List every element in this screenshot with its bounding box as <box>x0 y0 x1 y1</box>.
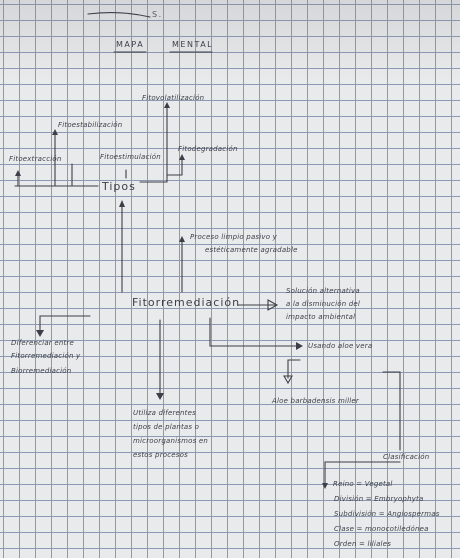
clasificacion-to-list <box>324 461 401 485</box>
classification-item-orden: Orden = liliales <box>334 540 392 548</box>
node-fitodegradacion: Fitodegradación <box>178 145 238 153</box>
node-usando-aloe-vera: Usando aloe vera <box>308 342 373 350</box>
node-solucion-line-1: Solución alternativa <box>286 287 360 295</box>
classification-item-division: División = Embryophyta <box>334 495 424 503</box>
node-proceso-line-2: estéticamente agradable <box>205 246 298 254</box>
center-to-diferenciar <box>39 315 91 333</box>
classification-item-subdivision: Subdivisión = Angiospermas <box>334 510 440 518</box>
node-utiliza-line-1: Utiliza diferentes <box>133 409 196 417</box>
node-tipos: Tipos <box>102 180 136 193</box>
classification-item-reino: Reino = Vegetal <box>333 480 393 488</box>
bracket-clasificacion <box>382 371 401 451</box>
node-proceso-line-1: Proceso limpio pasivo y <box>190 233 278 241</box>
usando-to-aloe <box>287 359 301 379</box>
title-word-mapa: MAPA <box>116 40 145 49</box>
node-fitoestimulacion: Fitoestimulación <box>100 153 161 161</box>
node-center-fitorremediacion: Fitorremediación <box>132 296 241 309</box>
node-fitoestabilizacion: Fitoestabilización <box>58 121 123 129</box>
classification-item-clase: Clase = monocotiledónea <box>334 525 429 533</box>
node-aloe-barbadensis: Aloe barbadensis miller <box>272 397 359 405</box>
node-utiliza-line-3: microorganismos en <box>133 437 209 445</box>
lesson-number: S. <box>152 10 163 19</box>
header-doodle <box>87 11 151 18</box>
page-shadow <box>0 0 460 80</box>
node-utiliza-line-2: tipos de plantas o <box>133 423 200 431</box>
node-solucion-line-3: impacto ambiental <box>286 313 356 321</box>
node-diferenciar-line-3: Biorremediación <box>11 367 72 375</box>
node-solucion-line-2: a la disminución del <box>286 300 361 308</box>
node-utiliza-line-4: estos procesos <box>133 451 188 459</box>
center-to-usando <box>209 317 301 347</box>
node-fitoextraccion: Fitoextracción <box>9 155 62 163</box>
node-diferenciar-line-1: Diferenciar entre <box>11 339 74 347</box>
title-word-mental: MENTAL <box>172 40 214 49</box>
node-diferenciar-line-2: Fitorremediación y <box>11 352 81 360</box>
node-clasificacion: Clasificación <box>383 453 430 461</box>
node-fitovolatilizacion: Fitovolatilización <box>142 94 205 102</box>
